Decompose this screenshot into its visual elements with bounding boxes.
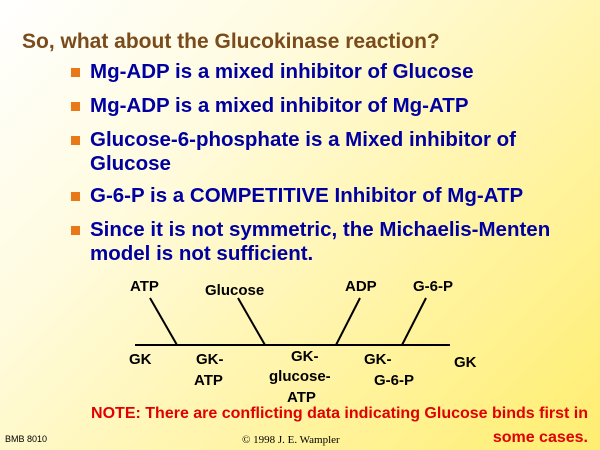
state-gk-atp-line1: GK-	[196, 351, 224, 368]
square-bullet-icon	[71, 68, 80, 77]
state-gk-g6p-line1: GK-	[364, 351, 392, 368]
state-gk-glucose-atp-line3: ATP	[287, 389, 316, 406]
state-gk-g6p-line2: G-6-P	[374, 372, 414, 389]
adp-release-arrow	[335, 297, 361, 346]
bullet-item: Since it is not symmetric, the Michaelis…	[70, 218, 595, 266]
square-bullet-icon	[71, 136, 80, 145]
conflicting-data-note: NOTE: There are conflicting data indicat…	[91, 405, 588, 446]
label-adp: ADP	[345, 278, 377, 295]
bullet-item: Mg-ADP is a mixed inhibitor of Glucose	[70, 60, 595, 84]
label-glucose: Glucose	[205, 282, 264, 299]
bullet-list: Mg-ADP is a mixed inhibitor of Glucose M…	[70, 60, 595, 276]
glucose-binding-arrow	[237, 297, 266, 346]
square-bullet-icon	[71, 102, 80, 111]
label-g6p: G-6-P	[413, 278, 453, 295]
state-gk: GK	[129, 351, 152, 368]
square-bullet-icon	[71, 226, 80, 235]
atp-binding-arrow	[149, 297, 178, 346]
state-gk-glucose-atp-line1: GK-	[291, 348, 319, 365]
bullet-item: Glucose-6-phosphate is a Mixed inhibitor…	[70, 128, 595, 176]
bullet-item: G-6-P is a COMPETITIVE Inhibitor of Mg-A…	[70, 184, 595, 208]
bullet-item: Mg-ADP is a mixed inhibitor of Mg-ATP	[70, 94, 595, 118]
slide-title: So, what about the Glucokinase reaction?	[22, 30, 440, 53]
g6p-release-arrow	[401, 297, 427, 346]
state-gk-atp-line2: ATP	[194, 372, 223, 389]
square-bullet-icon	[71, 192, 80, 201]
state-gk-glucose-atp-line2: glucose-	[269, 368, 331, 385]
course-code: BMB 8010	[5, 434, 48, 444]
label-atp: ATP	[130, 278, 159, 295]
copyright: © 1998 J. E. Wampler	[242, 434, 340, 446]
state-gk-final: GK	[454, 354, 477, 371]
